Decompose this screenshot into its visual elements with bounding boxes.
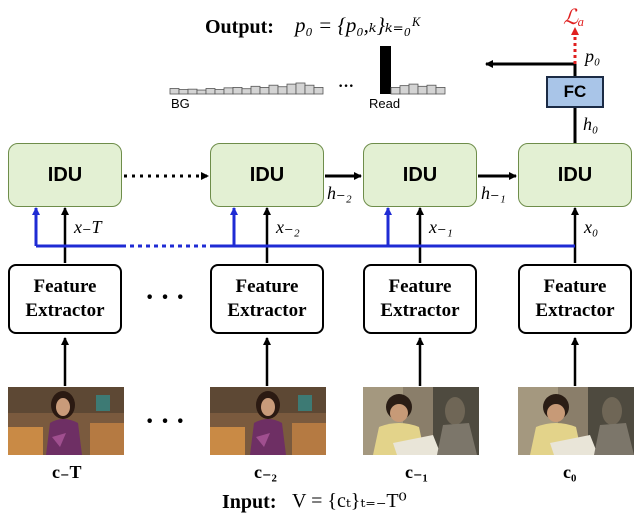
- input-prefix: Input:: [222, 491, 277, 513]
- feature-extractor-2: Feature Extractor: [210, 264, 324, 334]
- histogram-bar: [250, 85, 261, 95]
- histogram-bar: [304, 84, 315, 95]
- histogram-bar: [196, 89, 207, 95]
- histogram-bar: [408, 83, 419, 95]
- feature-extractor-1: Feature Extractor: [8, 264, 122, 334]
- fc-box: FC: [546, 76, 604, 108]
- histogram-bar: [205, 88, 216, 95]
- histogram-bar: [268, 84, 279, 95]
- arrow-fc-to-output: [485, 60, 577, 76]
- frame-ellipsis: ···: [145, 406, 192, 437]
- x-label-t: x₋T: [74, 217, 102, 237]
- idu-box-4: IDU: [518, 143, 632, 207]
- frame-label-0: c₀: [563, 462, 577, 482]
- bg-label: BG: [171, 96, 190, 111]
- histogram-bar: [277, 86, 288, 95]
- histogram-bar: [259, 87, 270, 95]
- histogram-ellipsis: ···: [338, 78, 355, 95]
- histogram-bar-read: [380, 46, 391, 94]
- input-formula: V = {cₜ}ₜ₌₋T⁰: [292, 490, 407, 512]
- x-label-0: x₀: [584, 217, 599, 237]
- frame-image-0: [518, 387, 634, 455]
- output-histogram: [169, 46, 446, 95]
- histogram-bar: [223, 87, 234, 95]
- histogram-bar: [426, 84, 437, 95]
- feature-extractor-3: Feature Extractor: [363, 264, 477, 334]
- hidden-label-h-2: h₋₂: [327, 183, 352, 203]
- frame-image-1: [363, 387, 479, 455]
- histogram-bar: [435, 87, 446, 95]
- feature-extractor-4: Feature Extractor: [518, 264, 632, 334]
- x-label-1: x₋₁: [429, 217, 453, 237]
- h0-label: h₀: [583, 114, 599, 134]
- read-label: Read: [369, 96, 401, 111]
- hidden-label-h-1: h₋₁: [481, 183, 506, 203]
- histogram-bar: [295, 82, 306, 95]
- p0-label: p₀: [585, 46, 601, 66]
- histogram-bar: [178, 89, 189, 95]
- idu-box-2: IDU: [210, 143, 324, 207]
- histogram-bar: [169, 88, 180, 95]
- histogram-bar: [187, 88, 198, 95]
- feature-ellipsis: ···: [145, 282, 192, 313]
- x-label-2: x₋₂: [276, 217, 300, 237]
- frame-label-1: c₋₁: [405, 462, 428, 482]
- histogram-bar: [232, 87, 243, 95]
- histogram-bar: [399, 85, 410, 95]
- idu-box-1: IDU: [8, 143, 122, 207]
- histogram-bar: [417, 85, 428, 95]
- output-prefix: Output:: [205, 16, 274, 38]
- histogram-bar: [214, 89, 225, 95]
- output-formula: p₀ = {p₀,ₖ}ₖ₌₀ᴷ: [295, 13, 422, 37]
- frame-image-2: [210, 387, 326, 455]
- histogram-bar: [241, 88, 252, 95]
- histogram-bar: [286, 83, 297, 95]
- histogram-bar: [390, 87, 401, 95]
- frame-label-2: c₋₂: [254, 462, 277, 482]
- frame-image-t: [8, 387, 124, 455]
- frame-label-t: c₋T: [52, 462, 82, 482]
- histogram-bar: [313, 87, 324, 95]
- idu-box-3: IDU: [363, 143, 477, 207]
- loss-label: ℒₐ: [563, 5, 585, 29]
